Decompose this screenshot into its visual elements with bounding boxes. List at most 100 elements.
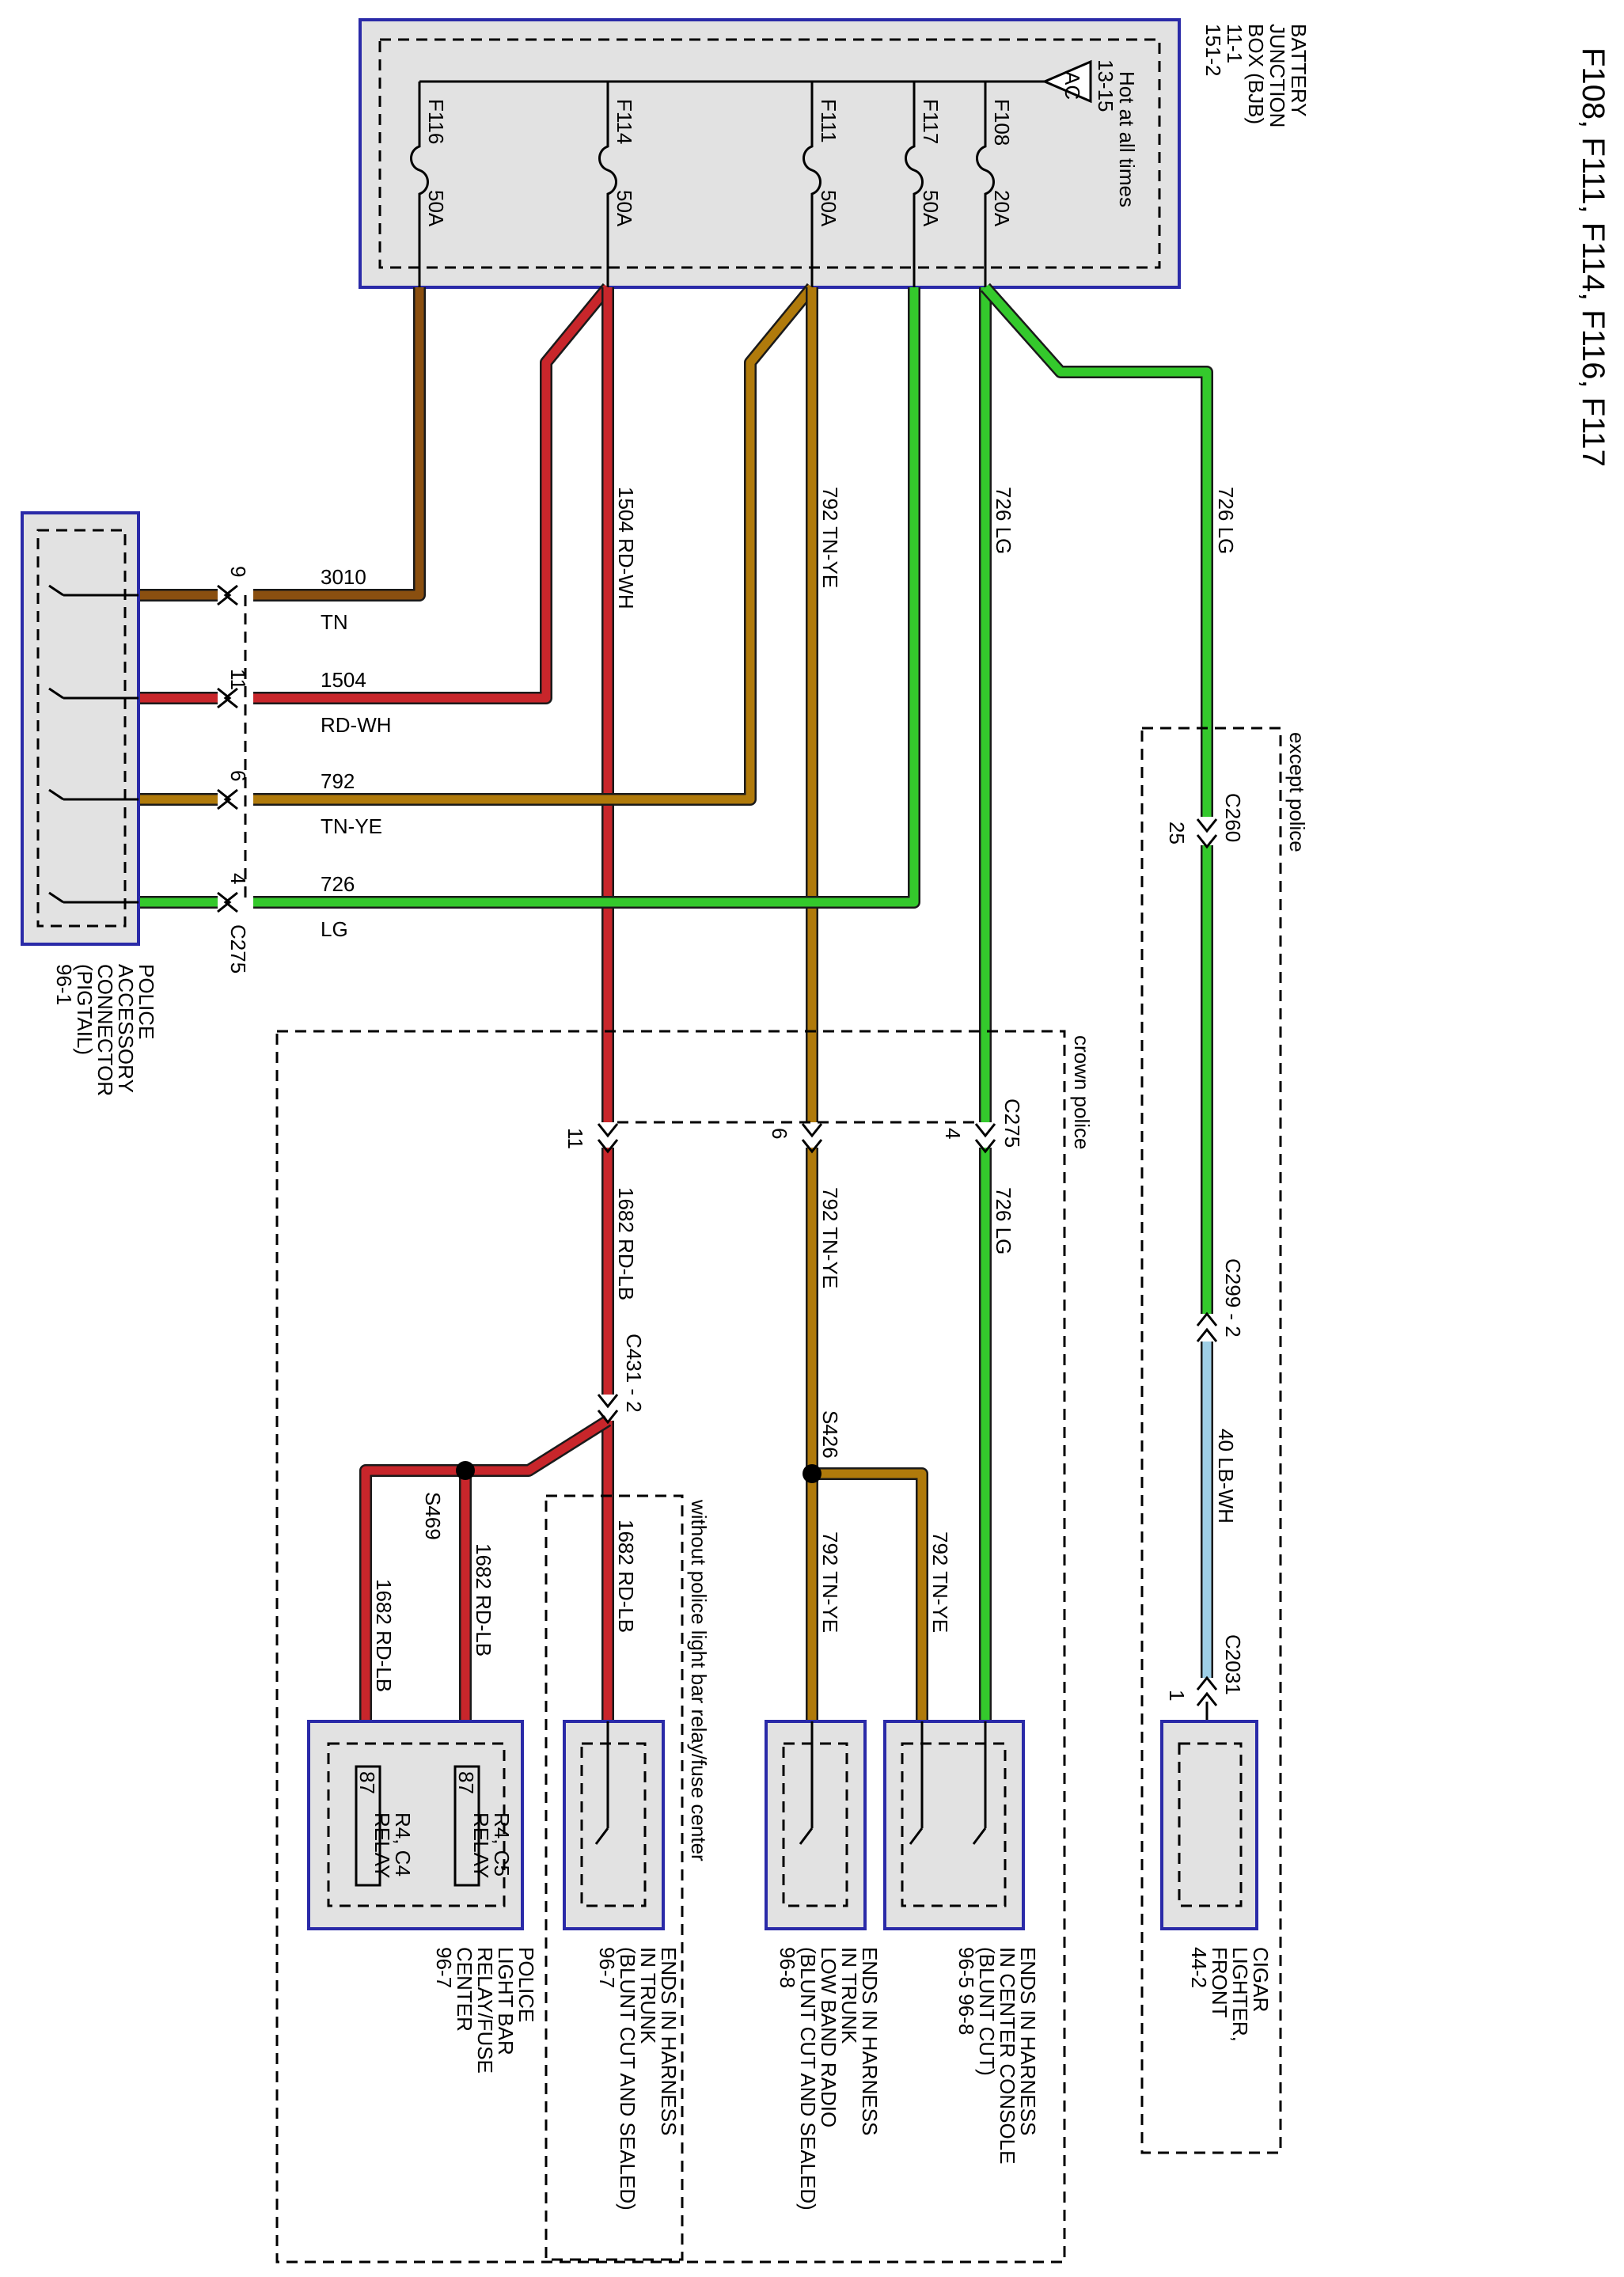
connector-c299: C299 - 2	[1221, 1258, 1245, 1338]
trunk-harness-component: ENDS IN HARNESS IN TRUNK (BLUNT CUT AND …	[563, 1720, 681, 2211]
wire-726-lg-to-pigtail	[253, 287, 919, 907]
svg-text:F117: F117	[919, 99, 943, 144]
hot-ref: 13-15	[1094, 59, 1117, 112]
region-crown-police: crown police C275 11 6 4 C431 - 2 S426 S…	[275, 1030, 1094, 2264]
cigar-ref: 44-2	[1187, 1947, 1211, 1988]
pigtail-ref: 96-1	[52, 964, 76, 1005]
svg-text:F111: F111	[817, 99, 840, 142]
lightbar-label-4: CENTER	[453, 1947, 476, 2032]
svg-text:AC: AC	[1061, 71, 1084, 100]
trunk-label-1: ENDS IN HARNESS	[657, 1947, 681, 2135]
vwire-label-1682-c5: 1682 RD-LB	[472, 1543, 495, 1657]
svg-text:50A: 50A	[613, 190, 636, 227]
lightbar-label-1: POLICE	[514, 1947, 538, 2022]
trunk-ref: 96-7	[595, 1947, 619, 1988]
vwire-label-792-lower: 792 TN-YE	[818, 1187, 842, 1288]
wire-label-lg: LG	[321, 917, 348, 941]
vwire-label-40: 40 LB-WH	[1214, 1429, 1238, 1524]
diagram-title: F108, F111, F114, F116, F117	[1576, 47, 1611, 467]
svg-text:20A: 20A	[990, 190, 1014, 227]
wire-726-lg-cigar	[981, 284, 1212, 817]
splice-s426: S426	[818, 1410, 842, 1459]
console-ref: 96-5 96-8	[954, 1947, 978, 2035]
vwire-label-792: 792 TN-YE	[818, 487, 842, 588]
pigtail-label-3: CONNECTOR	[93, 964, 117, 1096]
relay-c4-pin-87: 87	[355, 1771, 379, 1794]
lightbar-label-2: LIGHT BAR	[494, 1947, 518, 2055]
connector-c2031: C2031	[1221, 1634, 1245, 1695]
wire-1682-rd-lb-relays	[361, 1417, 610, 1721]
region-without-light-bar	[544, 1494, 684, 2261]
bjb-label-line2: JUNCTION	[1265, 24, 1289, 127]
connector-c260-icon	[1196, 818, 1218, 849]
vwire-label-1682-c4: 1682 RD-LB	[372, 1579, 396, 1692]
radio-label-1: ENDS IN HARNESS	[858, 1947, 882, 2135]
pigtail-connector-c275: C275	[226, 924, 250, 973]
pigtail-pin-6-switch-icon	[48, 788, 138, 801]
radio-ref: 96-8	[776, 1947, 799, 1988]
wire-1504-rd-wh-to-pigtail	[253, 284, 612, 703]
fuse-f116: F116 50A	[410, 82, 448, 287]
lightbar-label-3: RELAY/FUSE	[473, 1947, 497, 2074]
wire-792-tn-ye-console	[812, 1469, 927, 1721]
pigtail-pin-4-switch-icon	[48, 891, 138, 904]
pigtail-pin-9: 9	[226, 566, 250, 577]
cigar-label-1: CIGAR	[1249, 1947, 1273, 2012]
vwire-label-1682: 1682 RD-LB	[614, 1187, 638, 1300]
connector-c260-pin: 25	[1165, 822, 1189, 844]
splice-s469-icon	[456, 1461, 475, 1480]
relay-c5-label: R4, C5	[490, 1812, 514, 1877]
hot-at-all-times-label: Hot at all times	[1115, 71, 1139, 207]
lightbar-ref: 96-7	[432, 1947, 456, 1988]
pigtail-pin-11: 11	[226, 669, 250, 690]
connector-c275-pigtail-icon	[217, 584, 247, 913]
console-label-3: (BLUNT CUT)	[975, 1947, 999, 2076]
svg-text:F108: F108	[990, 99, 1014, 146]
vwire-label-1682-trunk: 1682 RD-LB	[614, 1520, 638, 1633]
ac-source-icon: AC	[1042, 59, 1092, 104]
connector-c2031-pin: 1	[1165, 1690, 1189, 1701]
connector-c275-crown-icon	[597, 1121, 996, 1154]
pigtail-label-1: POLICE	[135, 964, 158, 1039]
fuse-f111: F111 50A	[803, 82, 840, 287]
pigtail-pin-9-switch-icon	[48, 584, 138, 597]
relay-r4-c5-icon	[453, 1765, 480, 1887]
relay-c5-word: RELAY	[469, 1812, 493, 1878]
pigtail-pin-4: 4	[226, 873, 250, 884]
connector-c299-icon	[1196, 1311, 1218, 1342]
c275-pin-11: 11	[563, 1128, 587, 1149]
wire-label-tn-ye: TN-YE	[321, 814, 382, 838]
battery-junction-box: AC Hot at all times 13-15 BATTERY JUNCTI…	[359, 18, 1311, 289]
bjb-ref-1: 11-1	[1223, 24, 1246, 63]
svg-text:50A: 50A	[424, 190, 448, 227]
connector-c260: C260	[1221, 793, 1245, 842]
svg-text:F116: F116	[424, 99, 448, 144]
pigtail-pin-11-switch-icon	[48, 687, 138, 700]
center-console-component: ENDS IN HARNESS IN CENTER CONSOLE (BLUNT…	[883, 1720, 1040, 2165]
wire-label-1504: 1504	[321, 668, 366, 692]
wire-label-792: 792	[321, 769, 355, 793]
region-except-police: except police C260 25 C299 - 2 C2031 1 C…	[1140, 727, 1309, 2154]
bjb-label-line1: BATTERY	[1287, 24, 1311, 117]
radio-label-2: IN TRUNK	[837, 1947, 861, 2044]
vwire-label-726-lower: 726 LG	[992, 1187, 1015, 1254]
wire-792-tn-ye-to-pigtail	[253, 284, 816, 804]
vwire-label-792-console: 792 TN-YE	[928, 1531, 952, 1633]
wire-label-726: 726	[321, 872, 355, 896]
bjb-ref-2: 151-2	[1201, 24, 1225, 77]
low-band-radio-component: ENDS IN HARNESS IN TRUNK LOW BAND RADIO …	[765, 1720, 882, 2211]
pigtail-label-2: ACCESSORY	[114, 964, 138, 1093]
pigtail-label-4: (PIGTAIL)	[73, 964, 97, 1055]
police-accessory-connector: 9 11 6 4 C275 POLICE ACCESSORY CONNECTOR…	[21, 511, 250, 1096]
wire-label-rd-wh: RD-WH	[321, 713, 392, 737]
connector-c275-crown: C275	[1000, 1099, 1024, 1148]
wire-3010-tn	[253, 287, 424, 600]
wire-label-3010: 3010	[321, 565, 366, 589]
wire-label-tn: TN	[321, 610, 348, 634]
relay-c4-label: R4, C4	[391, 1812, 415, 1877]
vwire-label-726-cigar: 726 LG	[1214, 487, 1238, 554]
splice-s426-icon	[803, 1464, 821, 1483]
vwire-label-792-radio: 792 TN-YE	[818, 1531, 842, 1633]
light-bar-relay-center-component: 87 87 R4, C5 RELAY R4, C4 RELAY POLICE L…	[307, 1720, 538, 2074]
